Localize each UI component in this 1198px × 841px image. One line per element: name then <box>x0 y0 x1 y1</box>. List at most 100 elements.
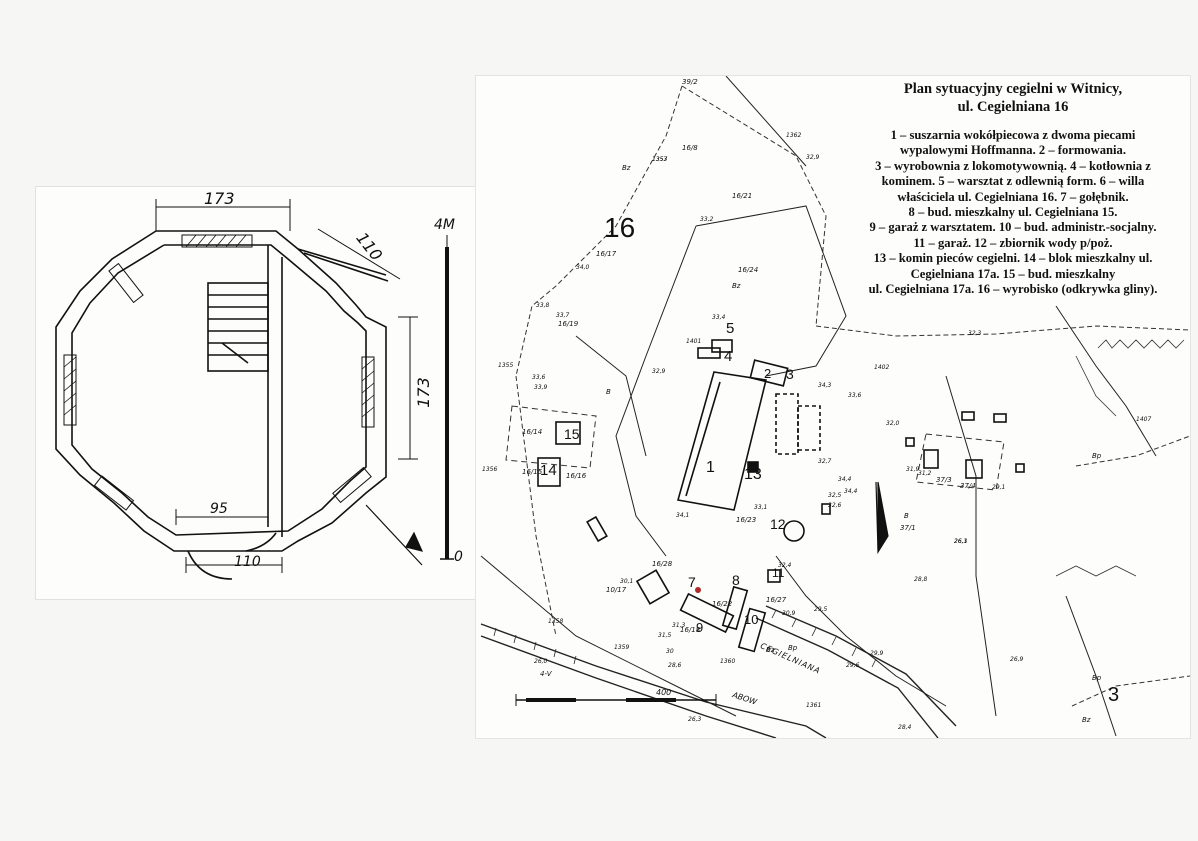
legend-line: kominem. 5 – warsztat z odlewnią form. 6… <box>881 174 1145 189</box>
height-label: 31,2 <box>918 470 932 477</box>
dim-right-label: 173 <box>413 377 433 408</box>
height-label: 32,5 <box>828 492 842 499</box>
building-number: 14 <box>540 462 557 479</box>
height-label: 1359 <box>614 644 630 651</box>
height-label: 33,6 <box>848 392 862 399</box>
parcel-label: 16/22 <box>712 600 733 608</box>
height-label: 32,3 <box>968 330 982 337</box>
parcel-label: 37/4 <box>960 482 976 490</box>
building-number: 5 <box>726 320 735 337</box>
legend-line: 1 – suszarnia wokółpiecowa z dwoma pieca… <box>890 128 1136 142</box>
height-label: 26,9 <box>1010 656 1024 663</box>
legend-line: 13 – komin pieców cegielni. 14 – blok mi… <box>873 251 1153 266</box>
parcel-label: 16/17 <box>596 250 617 258</box>
height-label: 32,6 <box>828 502 842 509</box>
height-label: 29,6 <box>846 662 860 669</box>
height-label: 33,4 <box>712 314 726 321</box>
parcel-label: 16/21 <box>732 192 753 200</box>
height-label: 1401 <box>686 338 702 345</box>
legend-title: Plan sytuacyjny cegielni w Witnicy, ul. … <box>838 80 1188 116</box>
parcel-label: 16/23 <box>736 516 757 524</box>
height-label: 26,3 <box>688 716 702 723</box>
height-label: 1402 <box>874 364 890 371</box>
height-label: 28,4 <box>898 724 912 731</box>
land-code: Bz <box>766 646 775 654</box>
height-label: 1358 <box>548 618 564 625</box>
height-label: 33,6 <box>532 374 546 381</box>
building-number: 10 <box>744 612 759 627</box>
height-label: 1357 <box>652 156 668 163</box>
height-label: 31,9 <box>906 466 920 473</box>
parcel-label: 16/8 <box>682 144 698 152</box>
site-plan-panel: 1 2 3 4 5 7 8 9 10 11 12 13 14 15 16 3 C… <box>475 75 1191 739</box>
parcel-label: 39/2 <box>682 78 698 86</box>
height-label: 34,0 <box>576 264 590 271</box>
legend-line: Cegielniana 17a. 15 – bud. mieszkalny <box>910 266 1116 281</box>
parcel-label: 16/28 <box>652 560 673 568</box>
land-code: B <box>904 512 909 520</box>
dim-inner-bottom-label: 95 <box>210 501 228 517</box>
height-label: 33,2 <box>700 216 714 223</box>
scale-text: 400 <box>656 688 672 697</box>
parcel-label: 37/3 <box>936 476 952 484</box>
height-label: 28,8 <box>914 576 928 583</box>
height-label: 32,9 <box>806 154 820 161</box>
height-label: 32,0 <box>886 420 900 427</box>
legend-line: 8 – bud. mieszkalny ul. Cegielniana 15. <box>908 205 1118 220</box>
height-label: 30,9 <box>782 610 796 617</box>
height-label: 1407 <box>1136 416 1152 423</box>
height-label: 26,3 <box>954 538 968 545</box>
building-number: 11 <box>772 566 785 580</box>
height-label: 34,4 <box>844 488 858 495</box>
height-label: 32,9 <box>652 368 666 375</box>
parcel-label: 16/16 <box>566 472 587 480</box>
height-label: 26,0 <box>534 658 548 665</box>
height-label: 33,9 <box>534 384 548 391</box>
building-number: 15 <box>564 426 580 442</box>
parcel-label: 16/24 <box>738 266 759 274</box>
height-label: 29,9 <box>870 650 884 657</box>
height-label: 34,1 <box>676 512 690 519</box>
height-label: 1356 <box>482 466 498 473</box>
building-number: 3 <box>786 366 794 382</box>
legend-body: 1 – suszarnia wokółpiecowa z dwoma pieca… <box>838 128 1188 297</box>
parcel-label: 16/18 <box>680 626 701 634</box>
parcel-label: 16/19 <box>558 320 579 328</box>
building-number: 9 <box>696 620 704 635</box>
land-code: B <box>606 388 611 396</box>
parcel-label: 16/14 <box>522 428 543 436</box>
legend-line: właściciela ul. Cegielniana 16. 7 – gołę… <box>897 189 1129 204</box>
land-code: Bz <box>1082 716 1091 724</box>
legend-line: 3 – wyrobownia z lokomotywownią. 4 – kot… <box>875 158 1151 173</box>
site-plan-drawing <box>480 76 1190 738</box>
height-label: 1360 <box>720 658 736 665</box>
height-label: 30,1 <box>620 578 634 585</box>
height-label: 28,6 <box>668 662 682 669</box>
building-number: 16 <box>604 212 636 243</box>
building-number: 8 <box>732 572 740 588</box>
height-label: 32,7 <box>818 458 832 465</box>
height-label: 33,7 <box>556 312 570 319</box>
floor-plan-panel: 173 110 173 95 110 4M 0 <box>35 186 477 600</box>
building-number: 2 <box>764 366 772 381</box>
height-label: 30 <box>666 648 674 655</box>
height-label: 26,1 <box>954 538 968 545</box>
legend-line: ul. Cegielniana 17a. 16 – wyrobisko (odk… <box>868 282 1158 297</box>
parcel-label: 10/17 <box>606 586 627 594</box>
legend-line: wypalowymi Hoffmanna. 2 – formowania. <box>900 143 1126 158</box>
legend-title-line: ul. Cegielniana 16 <box>957 99 1069 115</box>
parcel-label: 37/1 <box>900 524 916 532</box>
height-label: 1361 <box>806 702 822 709</box>
building-number: 1 <box>706 459 715 476</box>
scale-top-label: 4M <box>434 217 455 233</box>
legend-line: 11 – garaż. 12 – zbiornik wody p/poż. <box>913 235 1113 250</box>
dim-bottom-label: 110 <box>234 554 261 570</box>
building-number: 4 <box>724 348 733 365</box>
scale-bottom-label: 0 <box>454 549 463 565</box>
building-number: 13 <box>744 466 762 483</box>
building-number: 7 <box>688 574 696 590</box>
height-label: 34,4 <box>838 476 852 483</box>
building-number: 3 <box>1108 684 1120 706</box>
parcel-label: 16/15 <box>522 468 543 476</box>
